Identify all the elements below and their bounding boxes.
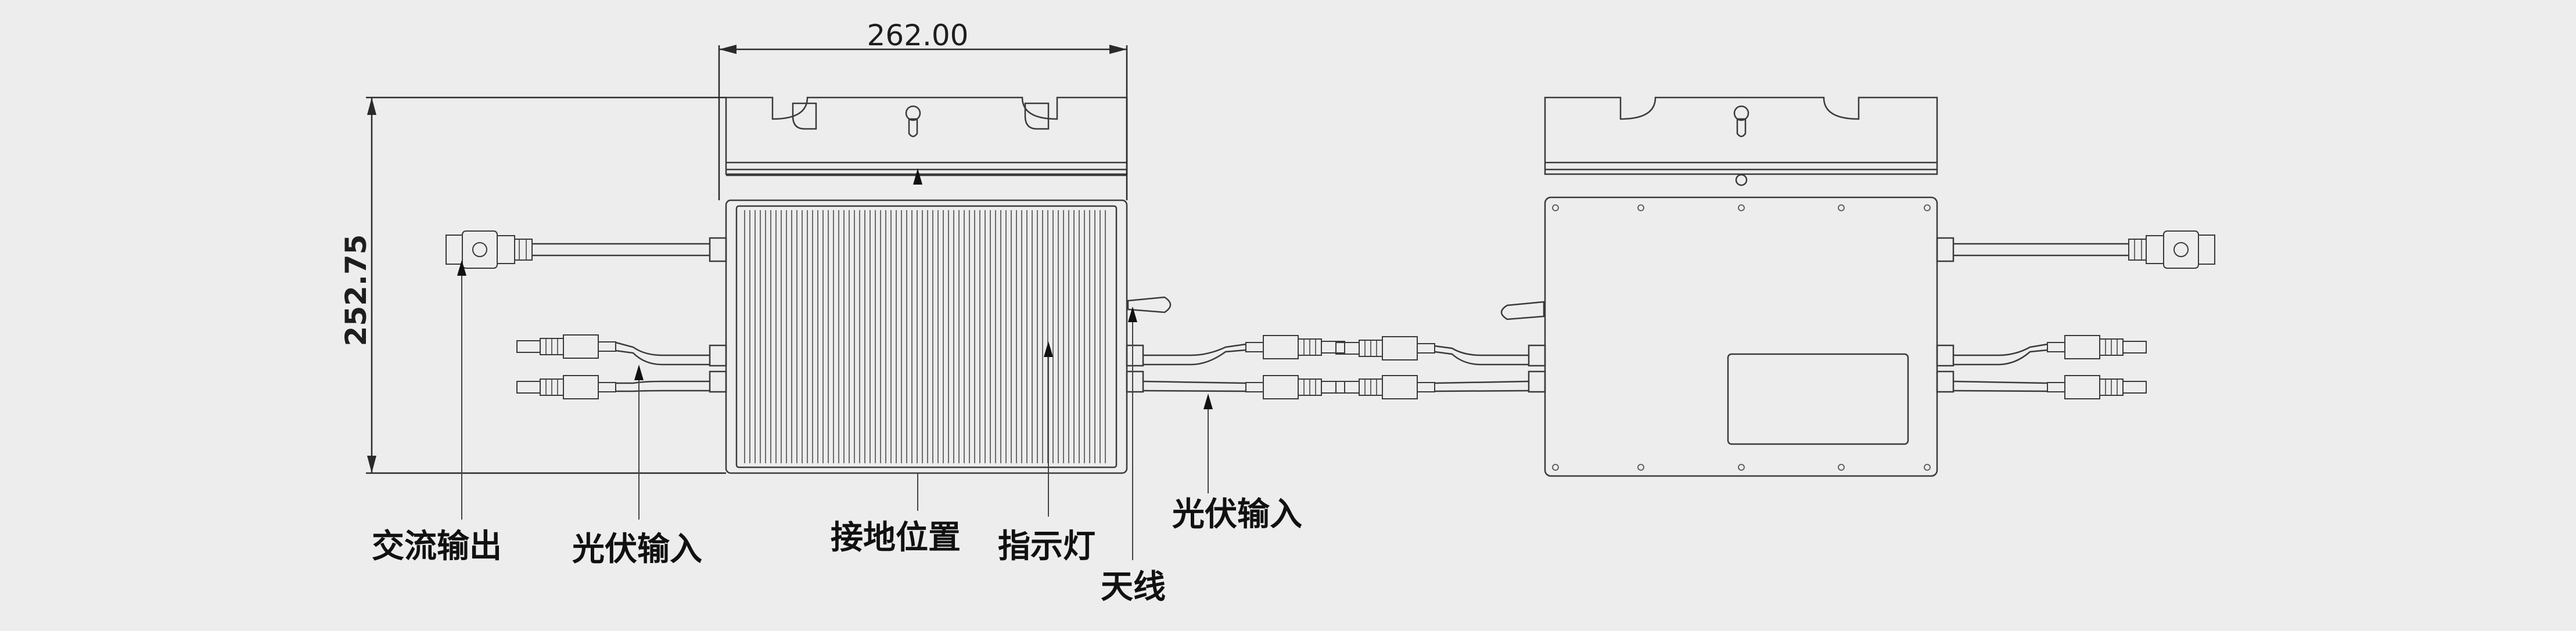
callout-leaders [457, 168, 1213, 560]
back-screws [1552, 204, 1931, 471]
ac-output-cable [445, 230, 710, 269]
pv-cable-right [1143, 334, 1346, 400]
label-pv-input-right: 光伏输入 [1172, 496, 1302, 533]
back-ac-cable [1953, 230, 2216, 269]
label-ground: 接地位置 [831, 519, 961, 557]
heat-sink-fins [744, 210, 1106, 463]
back-pv-left [1335, 336, 1529, 400]
front-view [709, 96, 1172, 474]
back-pv-right [1953, 334, 2147, 400]
width-dimension [718, 45, 1128, 200]
label-antenna: 天线 [1101, 568, 1166, 606]
height-value: 252.75 [339, 235, 373, 347]
width-value: 262.00 [867, 19, 969, 52]
label-pv-input-left: 光伏输入 [572, 531, 702, 568]
pv-cable-left [516, 334, 710, 400]
label-ac-output: 交流输出 [372, 528, 502, 565]
label-indicator: 指示灯 [998, 528, 1095, 565]
height-dimension [366, 96, 726, 474]
back-view [1500, 96, 1955, 477]
